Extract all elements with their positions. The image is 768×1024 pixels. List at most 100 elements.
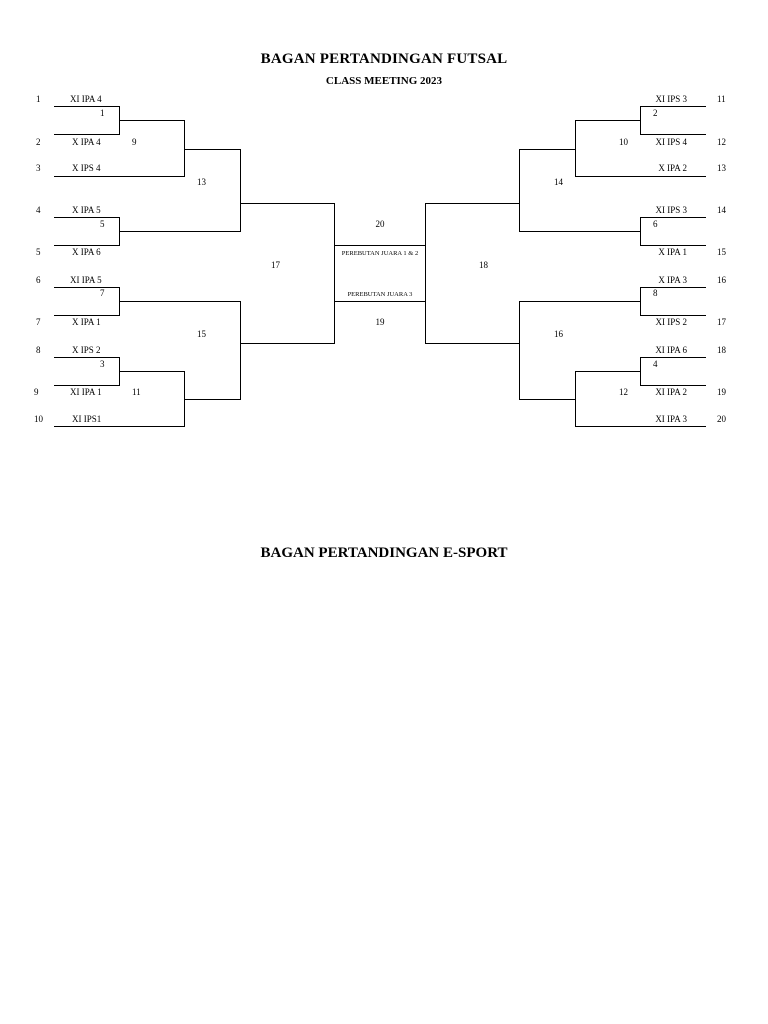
team-name: XI IPS 3 <box>655 205 687 215</box>
match-number: 4 <box>653 359 658 369</box>
event-subtitle: CLASS MEETING 2023 <box>325 75 443 87</box>
seed-number: 17 <box>717 317 726 327</box>
bracket-line <box>119 301 241 302</box>
bracket-line <box>54 176 185 177</box>
match-number: 2 <box>653 108 658 118</box>
team-name: XI IPS1 <box>72 414 102 424</box>
bracket-line <box>54 217 120 218</box>
third-place-label: PEREBUTAN JUARA 3 <box>347 291 413 298</box>
team-name: XI IPA 5 <box>70 275 102 285</box>
bracket-line <box>54 106 120 107</box>
bracket-line <box>426 203 520 204</box>
team-name: X IPA 6 <box>72 247 101 257</box>
team-name: X IPS 2 <box>72 345 101 355</box>
bracket-line <box>334 203 335 344</box>
third-place-match-number: 19 <box>375 317 385 327</box>
match-number: 7 <box>100 288 105 298</box>
team-name: X IPA 1 <box>658 247 687 257</box>
seed-number: 9 <box>34 387 39 397</box>
bracket-line <box>54 385 120 386</box>
bracket-line <box>119 371 185 372</box>
seed-number: 3 <box>36 163 41 173</box>
seed-number: 8 <box>36 345 41 355</box>
team-name: XI IPS 2 <box>655 317 687 327</box>
bracket-line <box>119 231 241 232</box>
bracket-line <box>640 217 706 218</box>
team-name: XI IPA 2 <box>655 387 687 397</box>
match-number: 1 <box>100 108 105 118</box>
match-number: 12 <box>619 387 628 397</box>
match-number: 8 <box>653 288 658 298</box>
seed-number: 15 <box>717 247 726 257</box>
team-name: X IPA 1 <box>72 317 101 327</box>
bracket-line <box>575 371 641 372</box>
match-number: 3 <box>100 359 105 369</box>
bracket-line <box>240 343 335 344</box>
bracket-line <box>519 399 576 400</box>
bracket-line <box>184 399 241 400</box>
seed-number: 14 <box>717 205 726 215</box>
bracket-line <box>240 203 335 204</box>
bracket-line <box>575 176 706 177</box>
match-number: 13 <box>197 177 206 187</box>
seed-number: 10 <box>34 414 43 424</box>
seed-number: 1 <box>36 94 41 104</box>
match-number: 5 <box>100 219 105 229</box>
final-line <box>334 245 426 246</box>
team-name: X IPA 4 <box>72 137 101 147</box>
bracket-line <box>184 120 185 177</box>
bracket-line <box>519 231 641 232</box>
final-match-number: 20 <box>375 219 385 229</box>
match-number: 10 <box>619 137 628 147</box>
bracket-line <box>119 120 185 121</box>
bracket-line <box>640 385 706 386</box>
third-place-line <box>334 301 426 302</box>
bracket-line <box>425 203 426 344</box>
team-name: XI IPA 3 <box>655 414 687 424</box>
seed-number: 2 <box>36 137 41 147</box>
bracket-line <box>640 315 706 316</box>
match-number: 17 <box>271 260 280 270</box>
seed-number: 19 <box>717 387 726 397</box>
final-label: PEREBUTAN JUARA 1 & 2 <box>341 250 419 257</box>
team-name: XI IPS 4 <box>655 137 687 147</box>
bracket-line <box>640 134 706 135</box>
bracket-line <box>240 149 241 232</box>
bracket-line <box>640 287 706 288</box>
bracket-line <box>640 106 706 107</box>
team-name: XI IPA 1 <box>70 387 102 397</box>
seed-number: 18 <box>717 345 726 355</box>
seed-number: 11 <box>717 94 726 104</box>
match-number: 18 <box>479 260 488 270</box>
bracket-line <box>519 301 520 400</box>
match-number: 14 <box>554 177 563 187</box>
futsal-bracket-title: BAGAN PERTANDINGAN FUTSAL <box>260 51 508 67</box>
seed-number: 7 <box>36 317 41 327</box>
team-name: X IPA 2 <box>658 163 687 173</box>
bracket-line <box>54 245 120 246</box>
team-name: X IPA 3 <box>658 275 687 285</box>
seed-number: 16 <box>717 275 726 285</box>
seed-number: 4 <box>36 205 41 215</box>
seed-number: 5 <box>36 247 41 257</box>
bracket-line <box>640 357 706 358</box>
bracket-line <box>54 426 185 427</box>
bracket-line <box>519 149 576 150</box>
esport-bracket-title: BAGAN PERTANDINGAN E-SPORT <box>260 545 508 561</box>
match-number: 16 <box>554 329 563 339</box>
match-number: 11 <box>132 387 141 397</box>
bracket-line <box>575 120 576 177</box>
bracket-line <box>519 301 641 302</box>
team-name: XI IPA 4 <box>70 94 102 104</box>
bracket-line <box>240 301 241 400</box>
team-name: X IPS 4 <box>72 163 101 173</box>
bracket-line <box>184 149 241 150</box>
match-number: 15 <box>197 329 206 339</box>
team-name: XI IPA 6 <box>655 345 687 355</box>
match-number: 6 <box>653 219 658 229</box>
seed-number: 6 <box>36 275 41 285</box>
bracket-line <box>519 149 520 232</box>
team-name: XI IPS 3 <box>655 94 687 104</box>
bracket-line <box>575 120 641 121</box>
bracket-line <box>575 426 706 427</box>
